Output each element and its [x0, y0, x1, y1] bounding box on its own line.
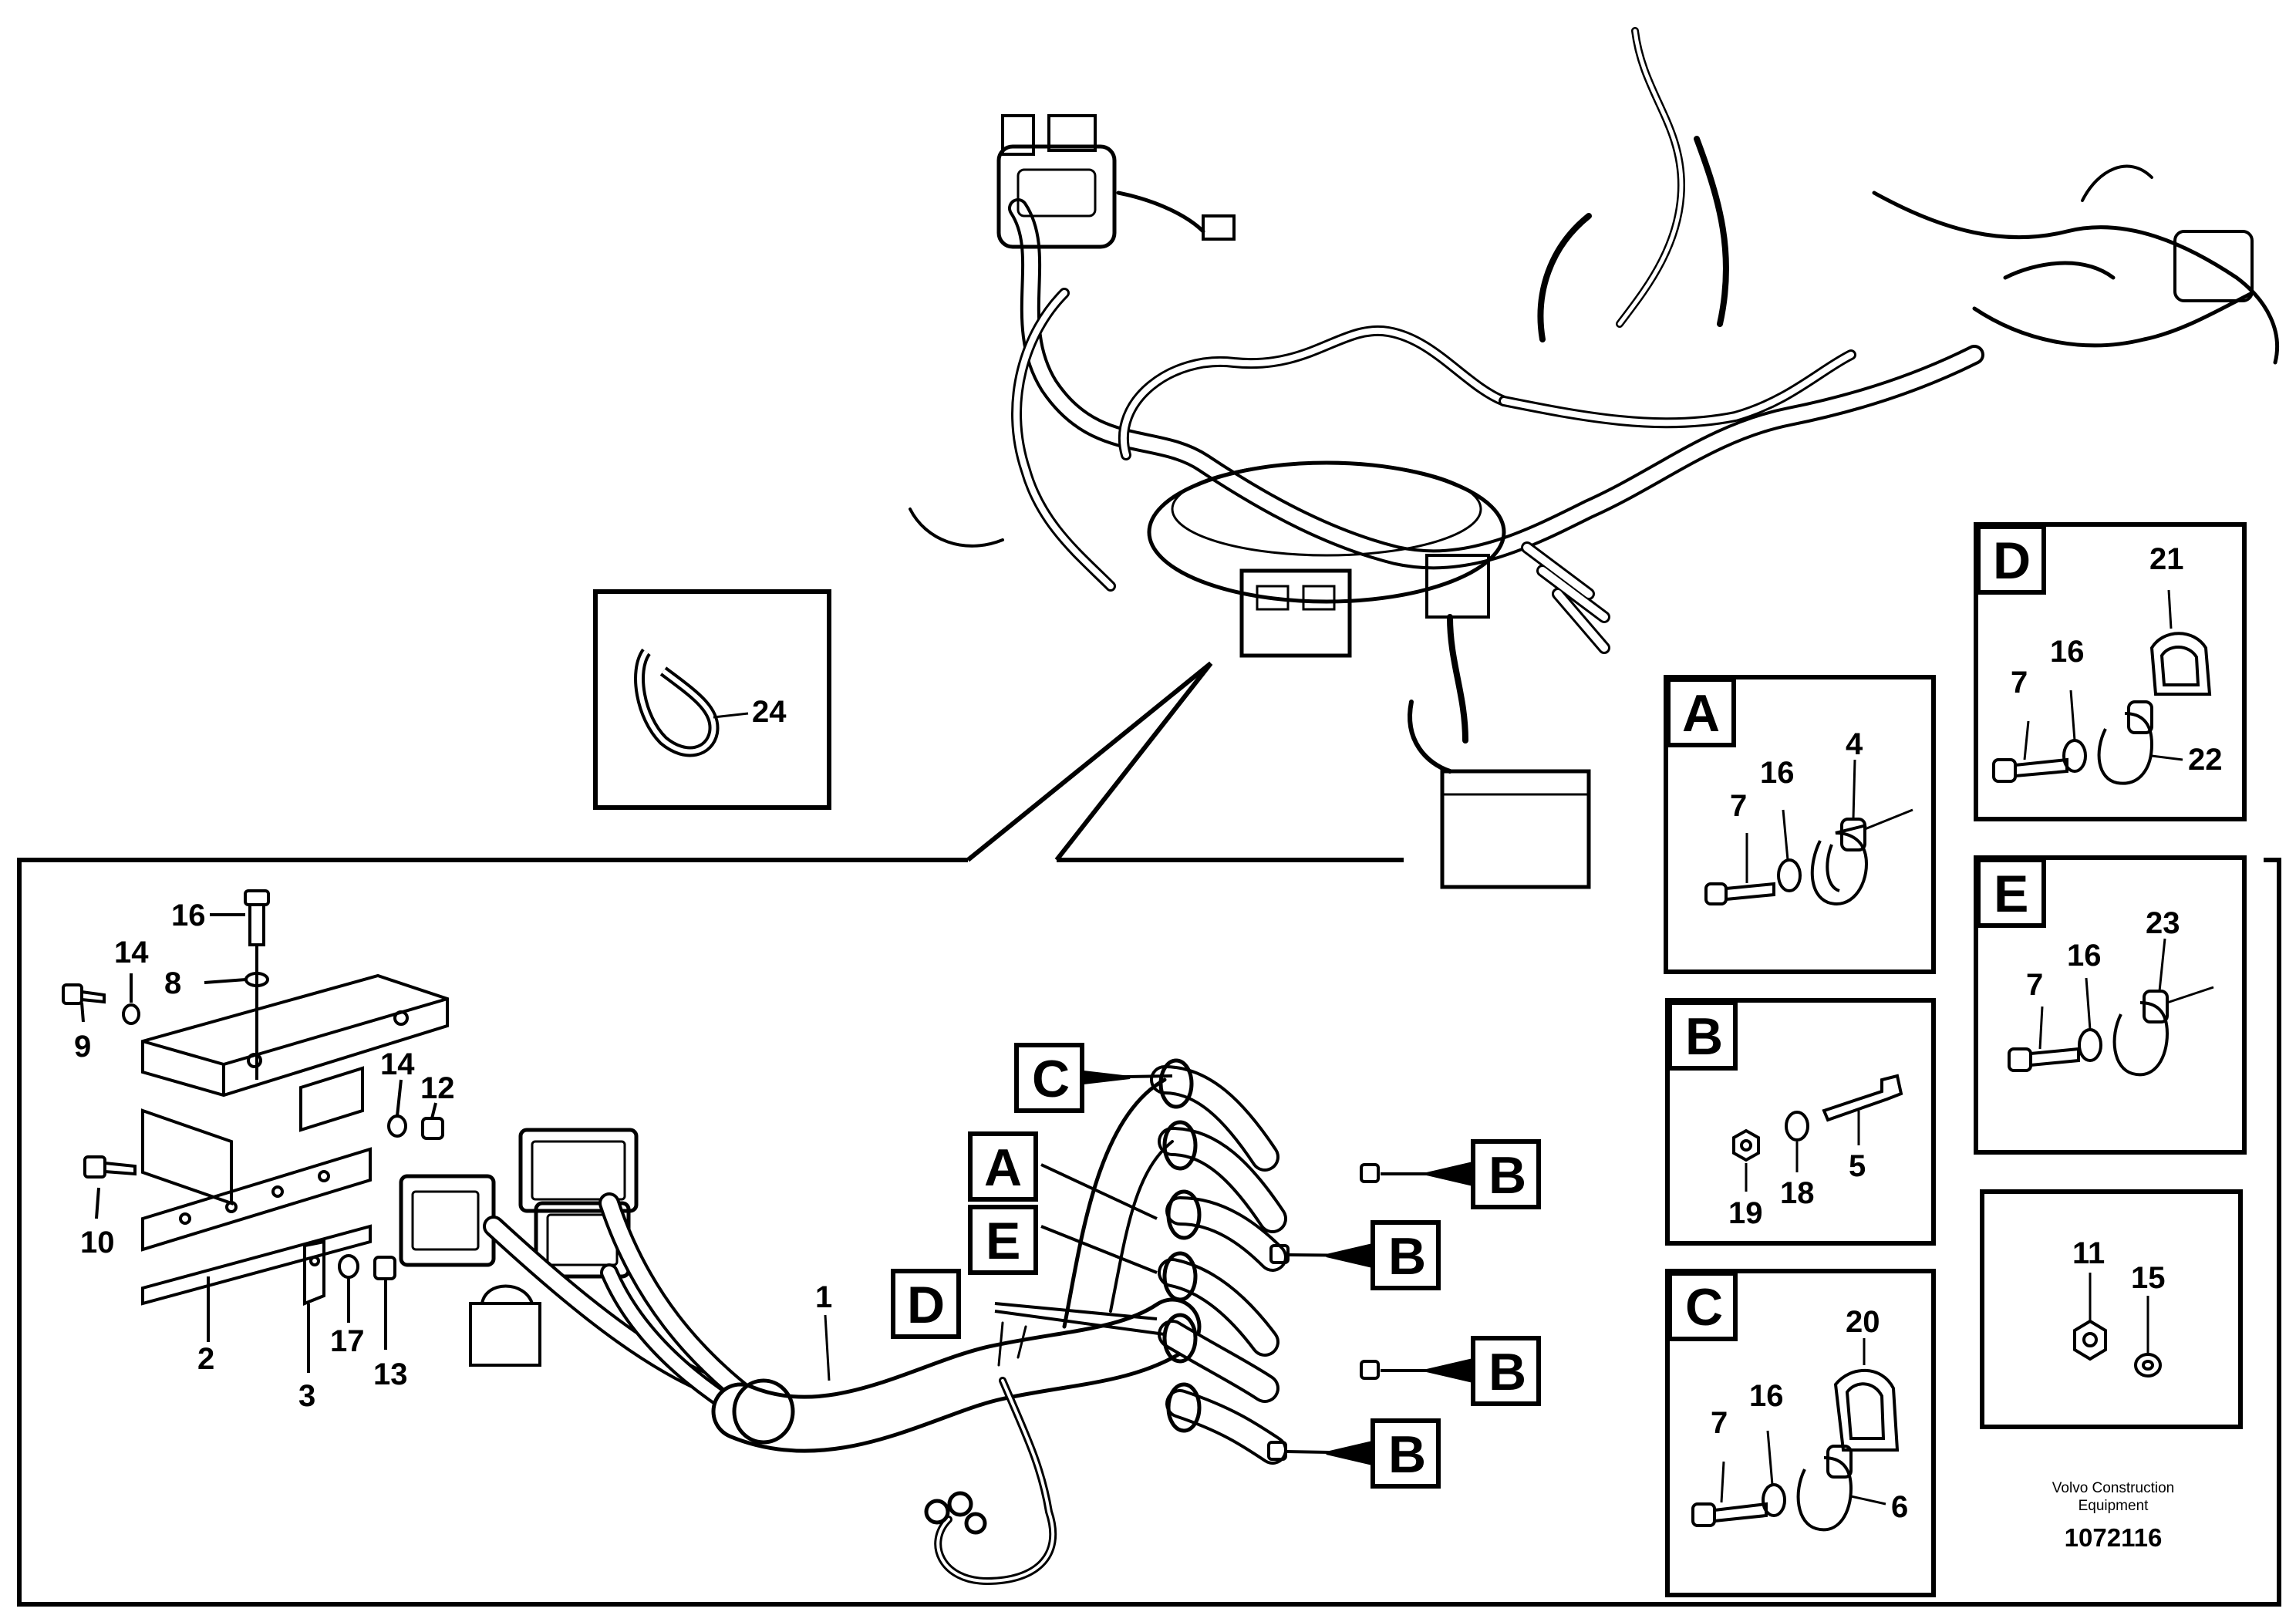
part-label-15: 15 — [2131, 1261, 2166, 1295]
screw-9 — [62, 983, 106, 1005]
connector-small — [399, 1174, 496, 1267]
screw-b1 — [1360, 1163, 1380, 1183]
connector-large-1 — [518, 1128, 639, 1213]
part-label-6: 6 — [1891, 1490, 1908, 1524]
part-label-16: 16 — [171, 899, 206, 932]
part-label-10: 10 — [80, 1226, 115, 1259]
part-label-20: 20 — [1846, 1305, 1880, 1339]
main-part-labels: 16 14 8 9 14 12 10 2 3 17 13 1 — [74, 899, 832, 1413]
washer-17 — [338, 1254, 359, 1279]
detail-letter-E: E — [1994, 865, 2028, 923]
part-label-13: 13 — [373, 1357, 408, 1391]
part-label-9: 9 — [74, 1030, 91, 1064]
callout-E: E — [986, 1212, 1020, 1270]
part-label-24: 24 — [752, 695, 787, 729]
nut-washer — [2073, 1273, 2162, 1378]
bolt-16 — [244, 889, 270, 946]
harness-overview — [909, 27, 2280, 889]
screw-b4 — [1267, 1441, 1287, 1461]
detail-letter-A: A — [1682, 684, 1720, 743]
detail-C-box: C 20 7 16 6 — [1665, 1269, 1936, 1597]
callout-B-2: B — [1388, 1227, 1426, 1286]
detail-letter-D: D — [1993, 531, 2031, 590]
bracket-assembly — [62, 889, 449, 1373]
part-label-7: 7 — [1730, 789, 1747, 823]
detail-letter-C: C — [1685, 1278, 1723, 1337]
part-label-7: 7 — [2011, 666, 2028, 700]
detail-24-box: 24 — [593, 589, 831, 810]
screw-b2 — [1269, 1244, 1290, 1264]
callout-B-3: B — [1489, 1343, 1526, 1401]
nut-12 — [421, 1117, 444, 1140]
part-label-16: 16 — [2067, 939, 2102, 973]
part-label-3: 3 — [298, 1379, 315, 1413]
detail-E-box: E 23 7 16 22 — [1974, 855, 2247, 1155]
cable-tie-icon — [634, 648, 749, 757]
callout-A: A — [984, 1138, 1022, 1197]
part-label-23: 23 — [2146, 906, 2180, 940]
detail-D-box: D 21 7 16 22 — [1974, 522, 2247, 821]
footer: Volvo Construction Equipment 1072116 — [2052, 1480, 2174, 1552]
part-label-1: 1 — [815, 1280, 832, 1314]
part-label-7: 7 — [2026, 968, 2043, 1002]
publisher-line-1: Volvo Construction — [2052, 1480, 2174, 1496]
main-callouts: C A E D B B B B — [891, 1043, 1541, 1489]
part-label-11: 11 — [2072, 1236, 2105, 1270]
callout-C: C — [1032, 1050, 1070, 1108]
detail-A-box: A 7 16 4 — [1664, 675, 1936, 974]
part-label-22: 22 — [2188, 743, 2223, 777]
document-number: 1072116 — [2065, 1523, 2163, 1552]
screw-b3 — [1360, 1360, 1380, 1380]
part-label-16: 16 — [1749, 1379, 1784, 1413]
part-label-16: 16 — [2050, 635, 2085, 669]
part-label-17: 17 — [330, 1324, 365, 1358]
part-label-19: 19 — [1728, 1196, 1763, 1230]
detail-B-box: B 19 18 5 — [1665, 998, 1936, 1246]
leader-1 — [824, 1314, 831, 1381]
callout-B-4: B — [1388, 1425, 1426, 1484]
part-label-18: 18 — [1780, 1176, 1815, 1210]
part-label-8: 8 — [164, 966, 181, 1000]
main-view-frame — [17, 661, 2281, 1607]
clamp-assembly-D — [1992, 589, 2212, 785]
washer-14b — [387, 1114, 407, 1138]
part-label-4: 4 — [1846, 727, 1863, 761]
screw-10 — [83, 1155, 137, 1179]
nut-13 — [373, 1256, 396, 1280]
part-label-21: 21 — [2149, 542, 2184, 576]
washer-14a — [122, 1003, 140, 1025]
detail-nut-box: 11 15 — [1980, 1189, 2243, 1429]
callout-leaders — [994, 1070, 1475, 1466]
clamp-assembly-C — [1691, 1338, 1900, 1532]
callout-B-1: B — [1489, 1146, 1526, 1205]
bolt-assembly-B — [1732, 1074, 1903, 1192]
part-label-2: 2 — [197, 1342, 214, 1376]
part-label-12: 12 — [420, 1071, 455, 1105]
clamp-assembly-E — [2008, 938, 2214, 1077]
part-label-16: 16 — [1760, 756, 1795, 790]
callout-D: D — [907, 1276, 945, 1334]
part-label-5: 5 — [1849, 1149, 1866, 1183]
part-label-14: 14 — [114, 936, 149, 969]
publisher-line-2: Equipment — [2079, 1498, 2149, 1514]
detail-letter-B: B — [1685, 1007, 1723, 1066]
part-label-7: 7 — [1711, 1406, 1728, 1440]
part-label-14b: 14 — [380, 1047, 415, 1081]
harness-main — [399, 1058, 1380, 1586]
clamp-assembly-A — [1704, 759, 1913, 905]
